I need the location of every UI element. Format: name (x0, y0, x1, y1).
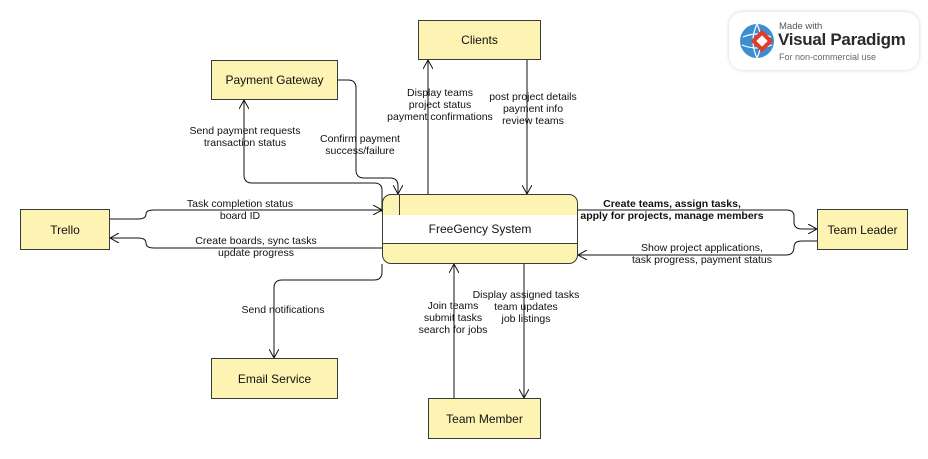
flow-arrow-payment-in (338, 79, 398, 194)
entity-clients: Clients (418, 20, 541, 60)
entity-team-leader-label: Team Leader (827, 222, 898, 237)
visual-paradigm-badge: Made with Visual Paradigm For non-commer… (729, 12, 919, 70)
flow-label-email-out: Send notifications (241, 304, 325, 316)
flow-label-payment-in: Confirm payment success/failure (320, 133, 400, 157)
entity-trello-label: Trello (50, 222, 80, 237)
badge-line3: For non-commercial use (779, 52, 877, 62)
flow-arrow-email-out (274, 264, 383, 358)
entity-payment-gateway-label: Payment Gateway (225, 73, 324, 87)
entity-team-member: Team Member (428, 398, 541, 439)
flow-label-trello-out: Create boards, sync tasks update progres… (195, 235, 317, 259)
entity-team-leader: Team Leader (817, 209, 908, 250)
flow-label-leader-in: Create teams, assign tasks, apply for pr… (580, 198, 764, 222)
flow-label-member-in: Join teams submit tasks search for jobs (418, 300, 488, 336)
entity-trello: Trello (20, 209, 110, 250)
flow-label-payment-out: Send payment requests transaction status (189, 125, 301, 149)
badge-line2: Visual Paradigm (778, 30, 906, 49)
flow-arrow-leader-in (578, 209, 817, 229)
flow-label-clients-out: Display teams project status payment con… (387, 87, 493, 123)
visual-paradigm-logo-icon (740, 23, 774, 59)
entity-email-service: Email Service (211, 358, 338, 399)
flow-arrow-trello-out (110, 238, 382, 249)
process-name: FreeGency System (383, 215, 577, 244)
process-freegency-system: FreeGency System (382, 194, 578, 264)
entity-email-service-label: Email Service (237, 371, 312, 386)
process-id-cell (383, 195, 400, 215)
process-id-bar (383, 195, 577, 216)
flow-arrow-trello-in (110, 210, 382, 220)
entity-payment-gateway: Payment Gateway (211, 60, 338, 100)
entity-team-member-label: Team Member (446, 411, 523, 426)
flow-arrow-payment-out (244, 100, 383, 212)
flow-label-leader-out: Show project applications, task progress… (631, 242, 773, 266)
flow-label-member-out: Display assigned tasks team updates job … (472, 289, 580, 325)
flow-arrow-leader-out (578, 240, 817, 255)
badge-line1: Made with (779, 21, 823, 32)
entity-clients-label: Clients (461, 33, 498, 47)
flow-label-clients-in: post project details payment info review… (489, 91, 577, 127)
flow-label-trello-in: Task completion status board ID (186, 198, 294, 222)
